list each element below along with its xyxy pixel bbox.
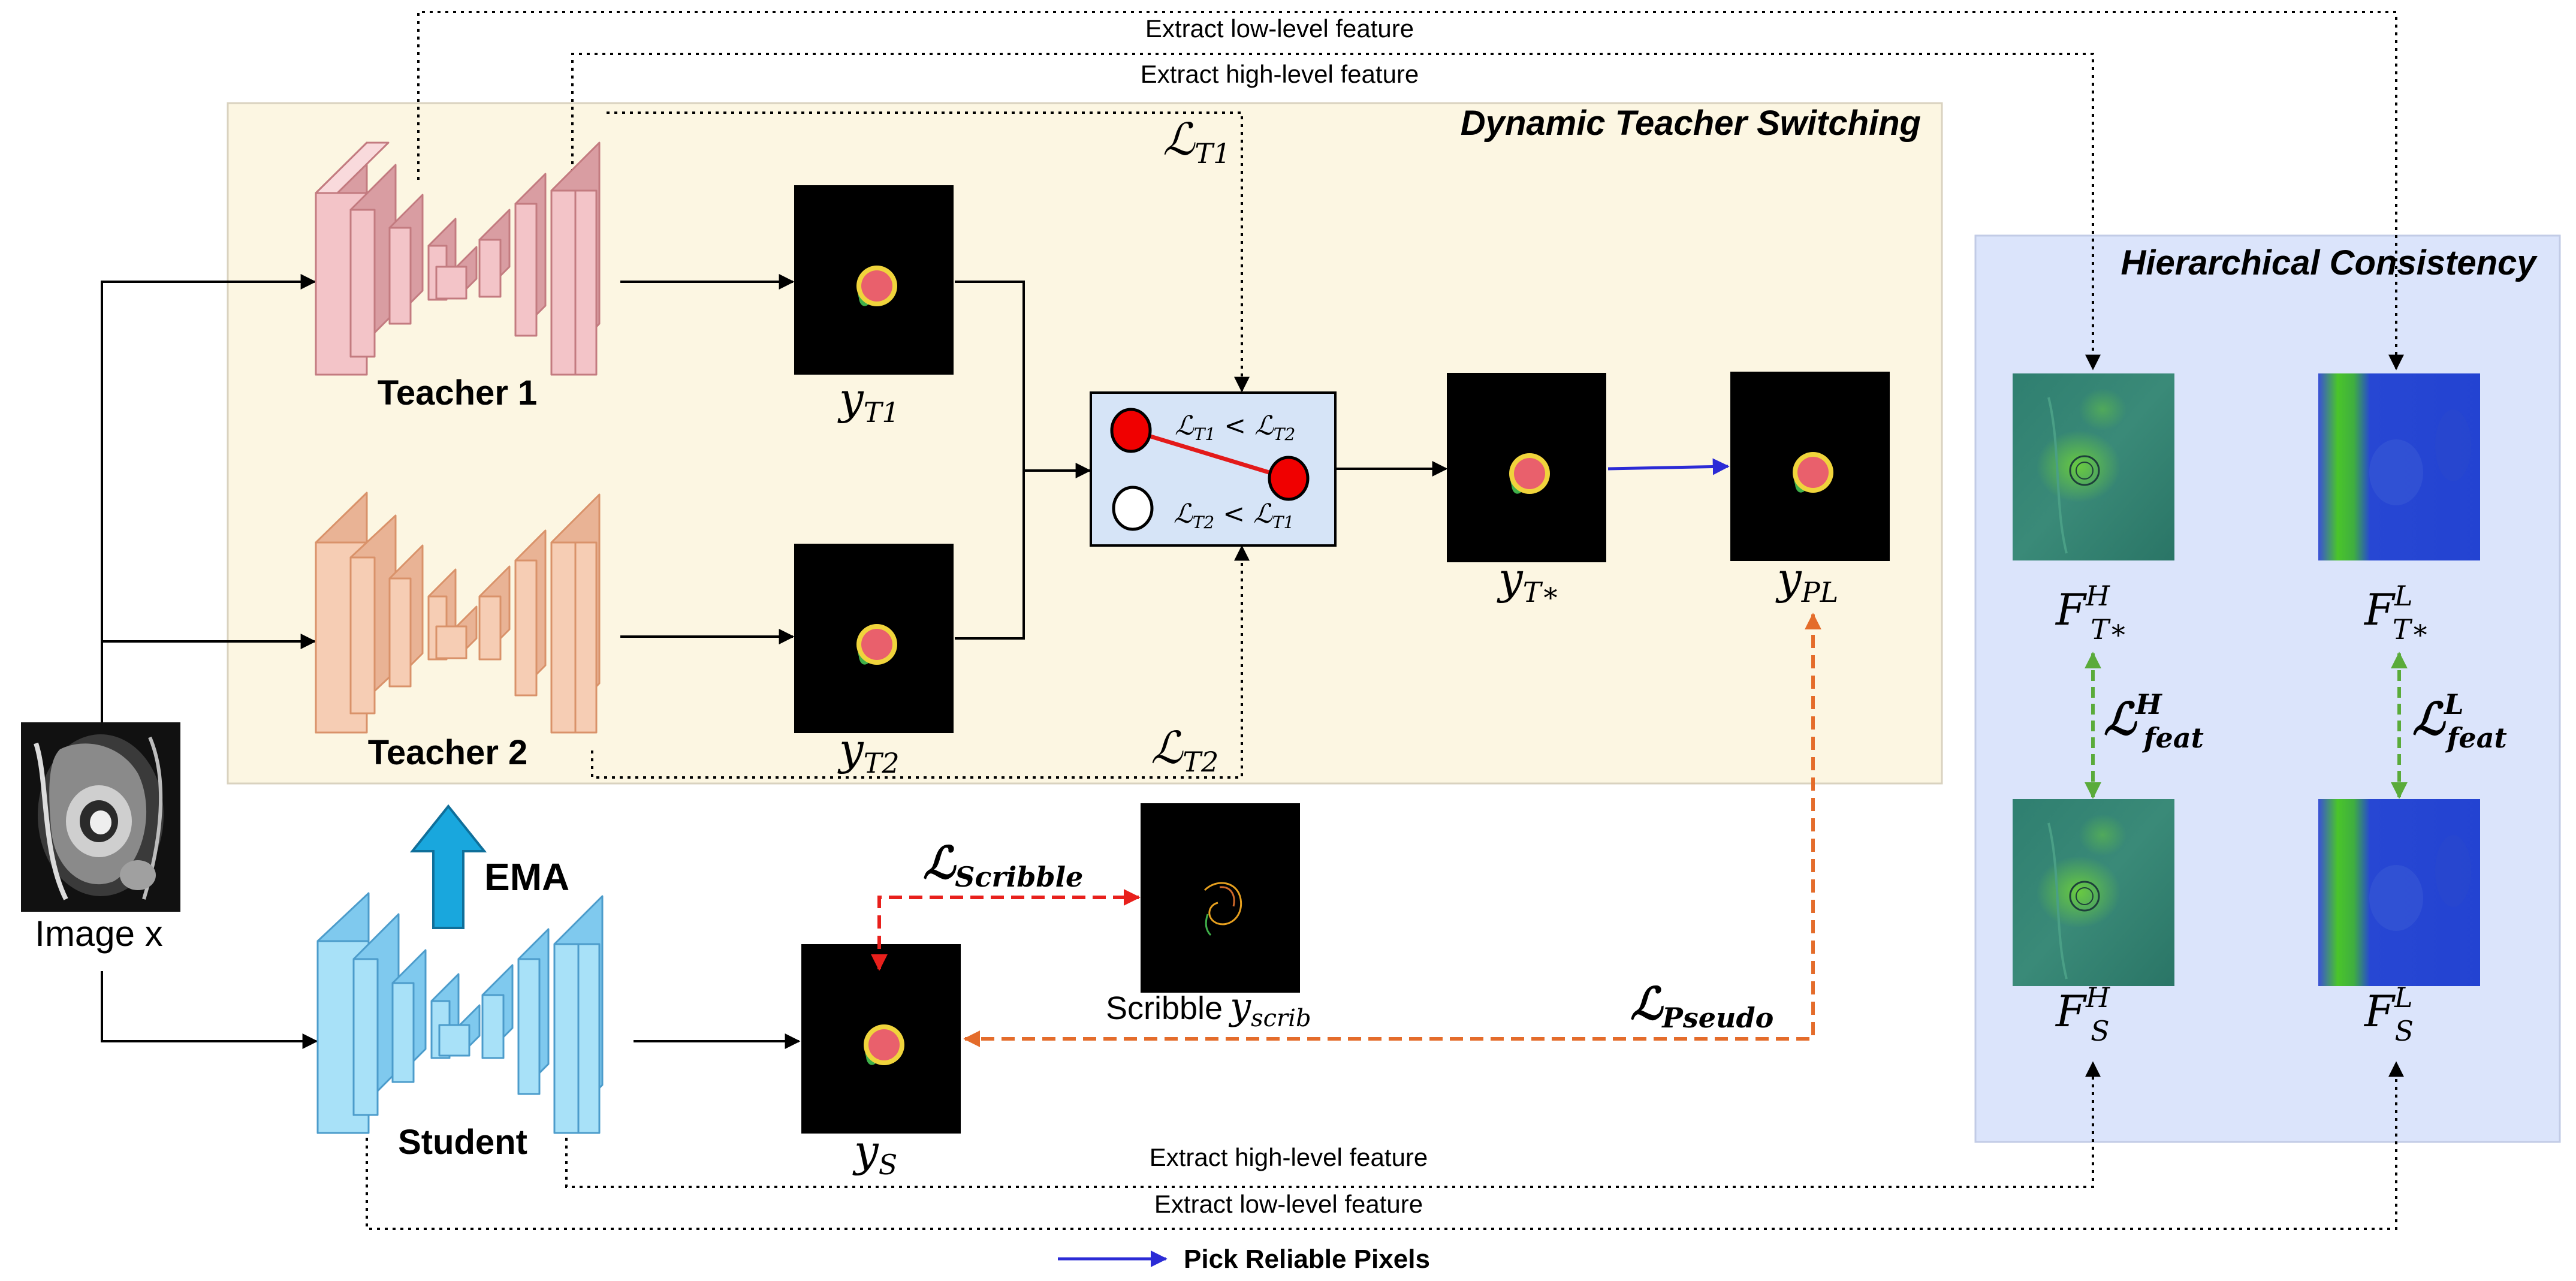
dynamic-switching-title: Dynamic Teacher Switching [1461, 104, 1921, 143]
svg-text:FLS: FLS [2363, 981, 2414, 1047]
pseudo-loss-label: ℒPseudo [1630, 978, 1773, 1034]
extract-low-top-label: Extract low-level feature [1145, 14, 1414, 43]
svg-text:yPL: yPL [1775, 553, 1838, 608]
teacher2-output-mask [794, 544, 954, 733]
input-to-student-arrow [101, 971, 318, 1049]
scribble-loss-label: ℒScribble [923, 837, 1083, 893]
svg-text:FHS: FHS [2055, 981, 2110, 1047]
student-output-mask [801, 944, 961, 1134]
y-t2-label: yT2 [837, 724, 900, 779]
hierarchical-consistency-title: Hierarchical Consistency [2120, 243, 2538, 282]
svg-text:yS: yS [852, 1126, 897, 1181]
y-pl-label: yPL [1775, 553, 1838, 608]
legend-pick-reliable-label: Pick Reliable Pixels [1184, 1244, 1430, 1274]
extract-low-bottom-label: Extract low-level feature [1154, 1190, 1423, 1218]
loss-t1-line [607, 111, 1250, 393]
loss-t2-line [591, 545, 1250, 779]
extract-high-bottom-label: Extract high-level feature [1150, 1143, 1428, 1171]
teacher1-label: Teacher 1 [378, 373, 538, 412]
extract-high-top-label: Extract high-level feature [1141, 60, 1419, 88]
svg-text:ℒT2<ℒT1: ℒT2<ℒT1 [1174, 499, 1294, 532]
student-label: Student [398, 1123, 527, 1162]
pseudo-label-mask [1730, 372, 1890, 561]
y-t1-label: yT1 [837, 373, 900, 429]
loss-t1-label: ℒT1 [1163, 114, 1230, 170]
image-x-label: Image x [35, 914, 162, 954]
svg-text:ℒT1: ℒT1 [1163, 114, 1230, 170]
y-tstar-label: yT∗ [1497, 553, 1560, 608]
teacher-low-feature-map [2318, 373, 2480, 560]
svg-text:FLT∗: FLT∗ [2363, 580, 2430, 646]
teacher-panel [227, 102, 1943, 785]
scribble-annotation-image [1141, 803, 1300, 993]
teacher1-output-mask [794, 185, 954, 375]
cardiac-mri-image-icon [21, 722, 180, 912]
student-high-feature-map [2011, 798, 2176, 987]
extract-high-top-line [571, 53, 2101, 370]
teacher-star-output-mask [1447, 373, 1606, 562]
input-to-teacher1-arrow [101, 274, 316, 722]
t1-merge-line [955, 281, 1025, 471]
pseudo-loss-arrow [963, 613, 1821, 1047]
extract-low-top-line [417, 11, 2404, 370]
svg-text:yT1: yT1 [837, 373, 900, 429]
extract-high-bottom-line [565, 1061, 2101, 1188]
pick-reliable-arrow [1607, 458, 1730, 475]
teacher-high-feature-map [2011, 372, 2176, 562]
ema-label: EMA [484, 855, 569, 899]
svg-text:yT∗: yT∗ [1497, 553, 1560, 608]
svg-text:yT2: yT2 [837, 724, 900, 779]
teacher1-network [315, 141, 601, 376]
y-s-label: yS [852, 1126, 897, 1181]
teacher-selector-box: ℒT1<ℒT2 ℒT2<ℒT1 [1090, 391, 1337, 547]
svg-text:FHT∗: FHT∗ [2055, 580, 2128, 646]
svg-text:ℒT1<ℒT2: ℒT1<ℒT2 [1175, 411, 1295, 444]
student-network [316, 892, 604, 1134]
ema-arrow [409, 804, 487, 929]
teacher2-network [315, 492, 601, 734]
student-low-feature-map [2318, 799, 2480, 986]
svg-text:ℒScribble: ℒScribble [923, 837, 1083, 893]
svg-text:ℒPseudo: ℒPseudo [1630, 978, 1773, 1034]
teacher2-label: Teacher 2 [368, 733, 528, 772]
